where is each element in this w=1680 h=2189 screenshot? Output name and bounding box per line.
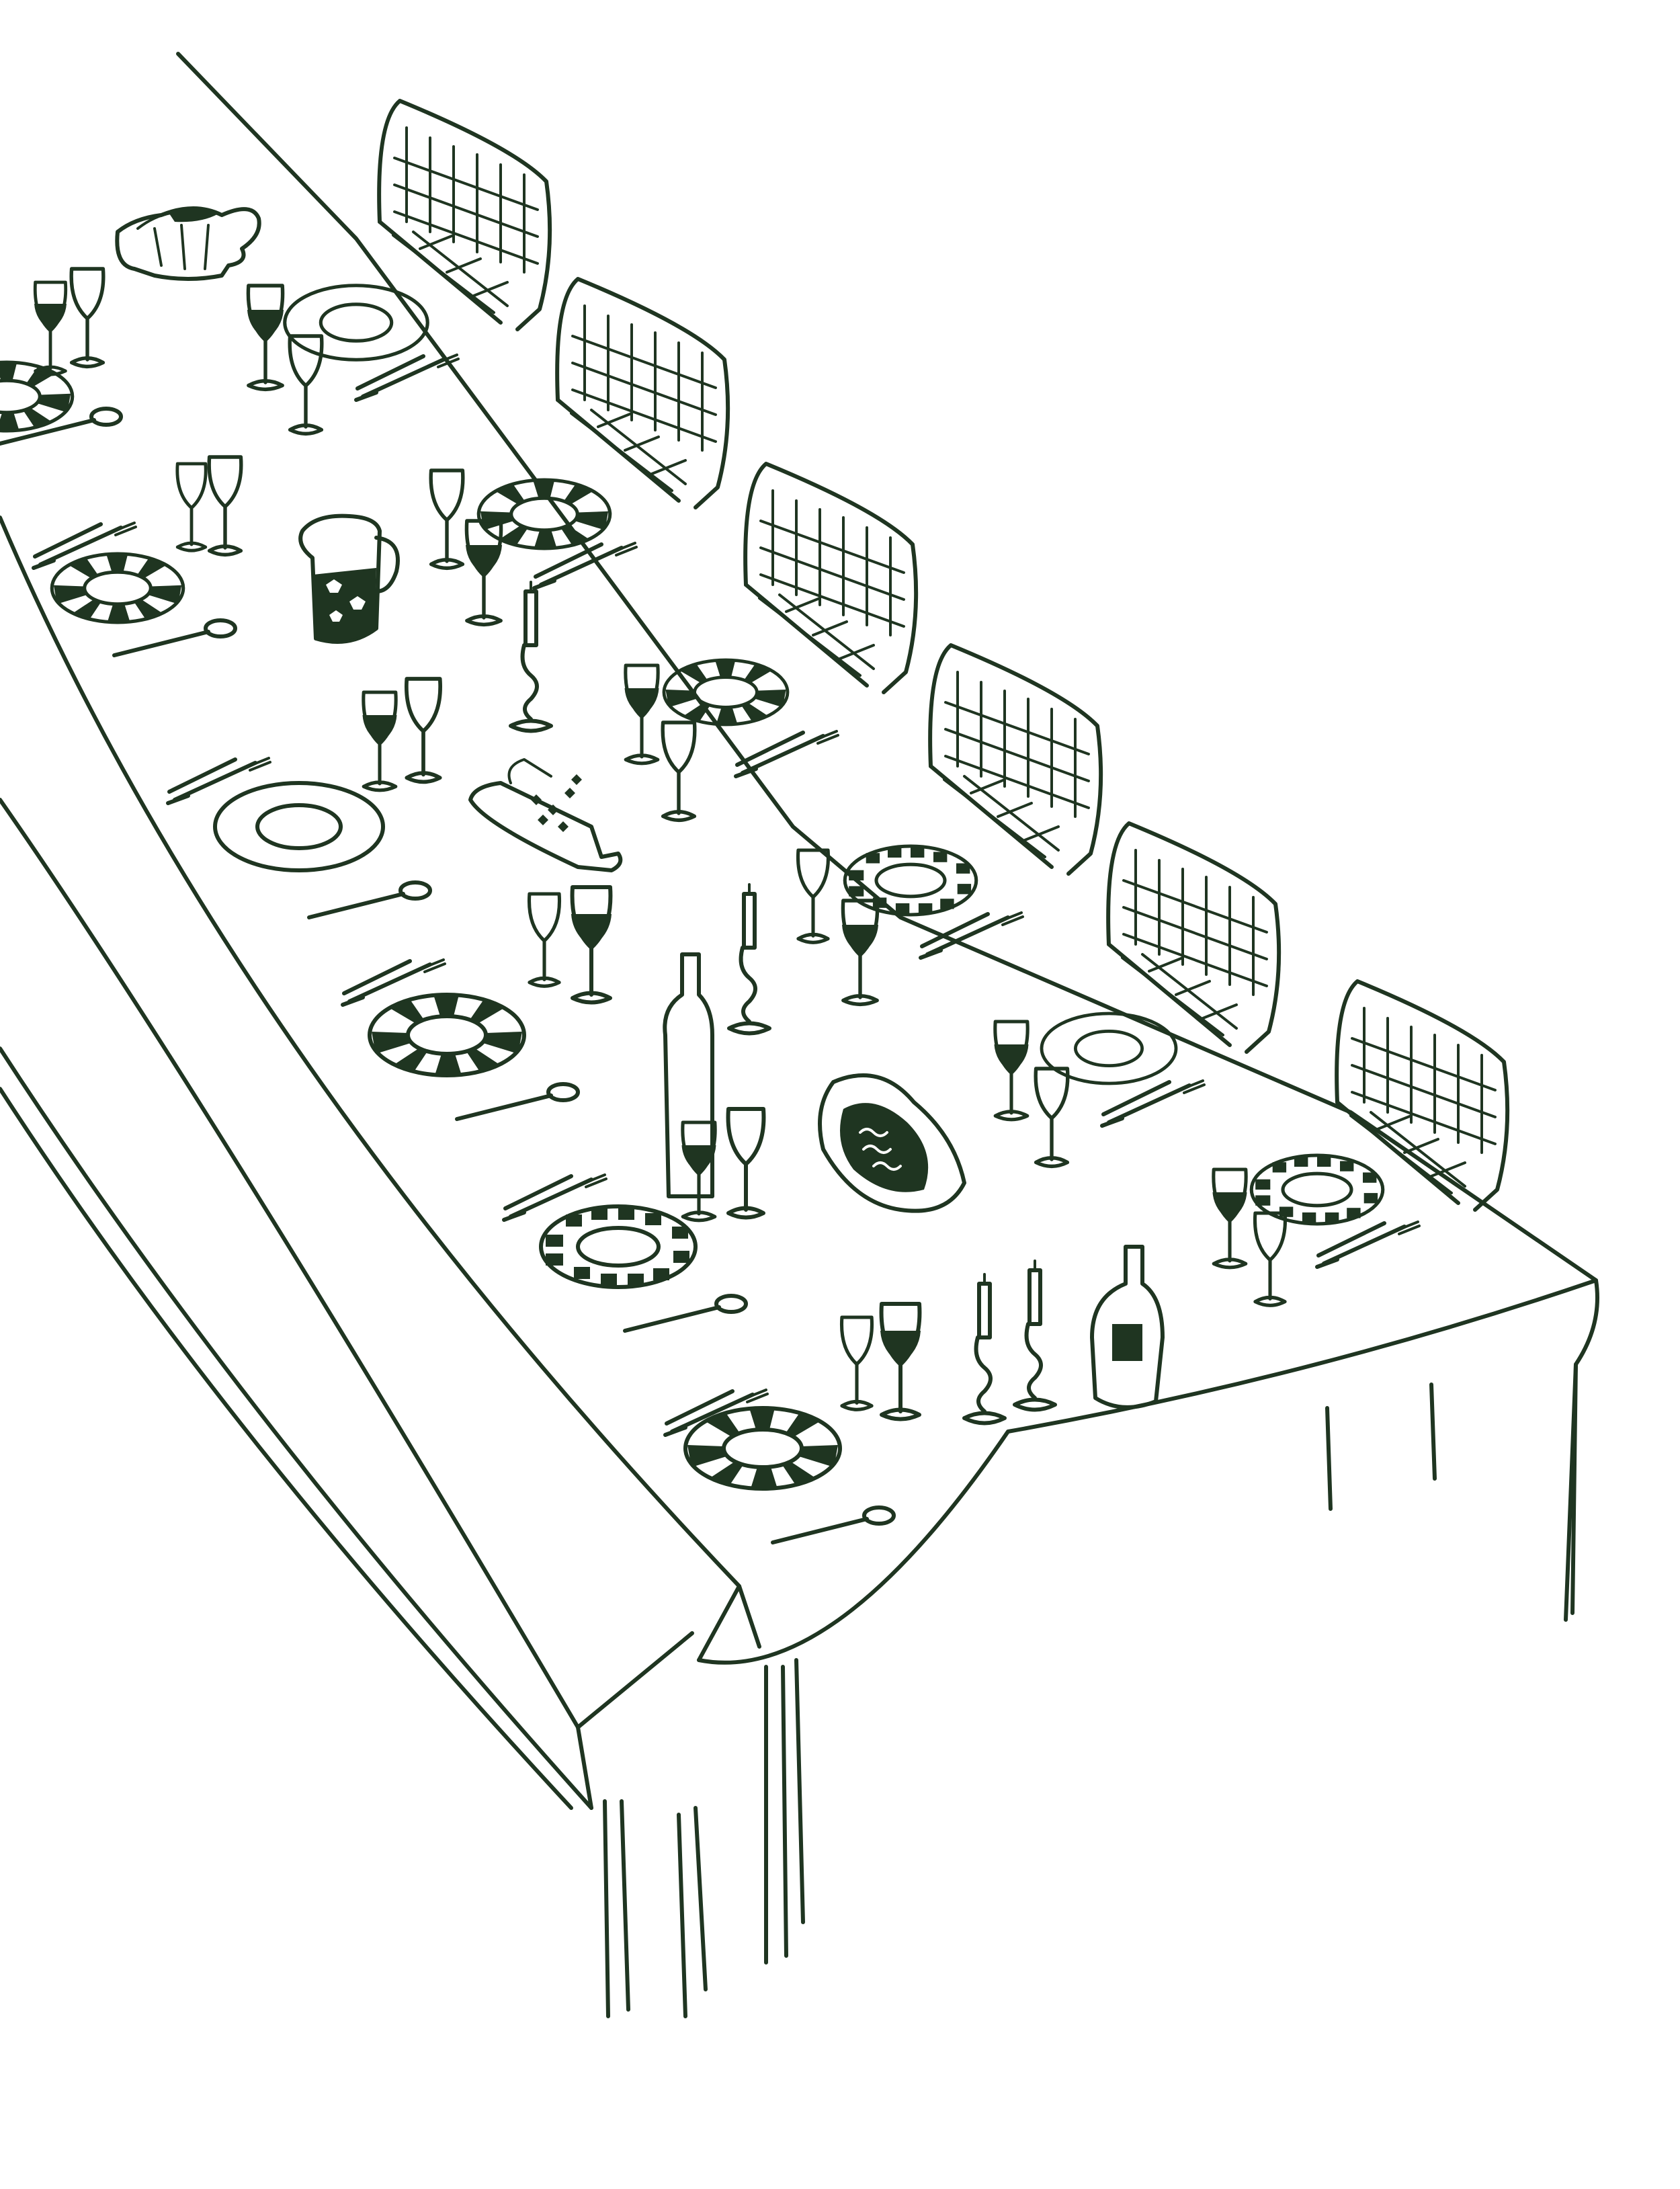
- chair-3: [745, 464, 916, 692]
- wine-bottle: [1090, 1245, 1165, 1409]
- wine-glass: [209, 457, 241, 554]
- fork-and-knife: [504, 1175, 606, 1220]
- plate-striped: [664, 660, 788, 725]
- chair-2: [557, 279, 728, 507]
- plate-plain: [285, 286, 428, 360]
- bread-basket: [115, 206, 261, 281]
- wine-glass: [842, 1317, 872, 1409]
- spoon: [625, 1296, 746, 1331]
- wine-glass: [880, 1304, 921, 1419]
- fork-and-knife: [343, 960, 445, 1005]
- wine-glass: [1213, 1169, 1247, 1268]
- bottle-label: [1112, 1324, 1142, 1361]
- candle: [1015, 1261, 1055, 1410]
- wine-glass: [842, 901, 878, 1004]
- wine-bottles: [663, 952, 1165, 1409]
- spoon: [457, 1084, 578, 1119]
- plate-plain: [215, 783, 383, 870]
- fork-and-knife: [168, 758, 270, 803]
- plate-checkered: [541, 1206, 696, 1287]
- plate-striped: [52, 554, 183, 622]
- fork-and-knife: [736, 731, 838, 776]
- candle: [729, 884, 769, 1034]
- wine-glass: [625, 665, 659, 763]
- spoon: [0, 409, 121, 444]
- wine-glass: [798, 850, 829, 942]
- wine-glass: [34, 282, 67, 374]
- wine-glass: [177, 464, 206, 550]
- wine-glass: [363, 692, 397, 790]
- cheese-board: [468, 758, 623, 872]
- wine-glass: [663, 722, 695, 820]
- table: [0, 52, 1599, 2018]
- chair-4: [930, 645, 1101, 874]
- spoon: [773, 1507, 894, 1542]
- wine-bottle: [663, 952, 714, 1198]
- spoon: [309, 882, 430, 917]
- water-pitcher: [298, 513, 400, 644]
- plate-checkered: [845, 846, 976, 915]
- chairs: [379, 101, 1507, 1210]
- wine-glass: [431, 470, 463, 568]
- fork-and-knife: [356, 355, 458, 400]
- wine-glass: [530, 894, 560, 986]
- serving-platter: [818, 1073, 966, 1213]
- wine-glass: [407, 679, 440, 782]
- wine-glass: [728, 1109, 764, 1218]
- fork-and-knife: [1317, 1222, 1419, 1267]
- wine-glass: [571, 887, 612, 1003]
- wine-glass: [1255, 1213, 1286, 1305]
- plate-plain: [1042, 1014, 1176, 1083]
- wine-glass: [1036, 1069, 1068, 1166]
- fork-and-knife: [921, 913, 1023, 958]
- plate-striped: [370, 995, 524, 1075]
- wine-glass: [247, 286, 284, 389]
- fork-and-knife: [1102, 1081, 1204, 1126]
- plate-striped: [478, 480, 610, 548]
- wine-glass: [71, 269, 103, 366]
- plate-striped: [685, 1408, 840, 1489]
- candle: [964, 1274, 1005, 1423]
- spoon: [114, 620, 235, 655]
- candle: [511, 582, 551, 731]
- chair-6: [1337, 981, 1507, 1210]
- wine-glass: [995, 1022, 1029, 1120]
